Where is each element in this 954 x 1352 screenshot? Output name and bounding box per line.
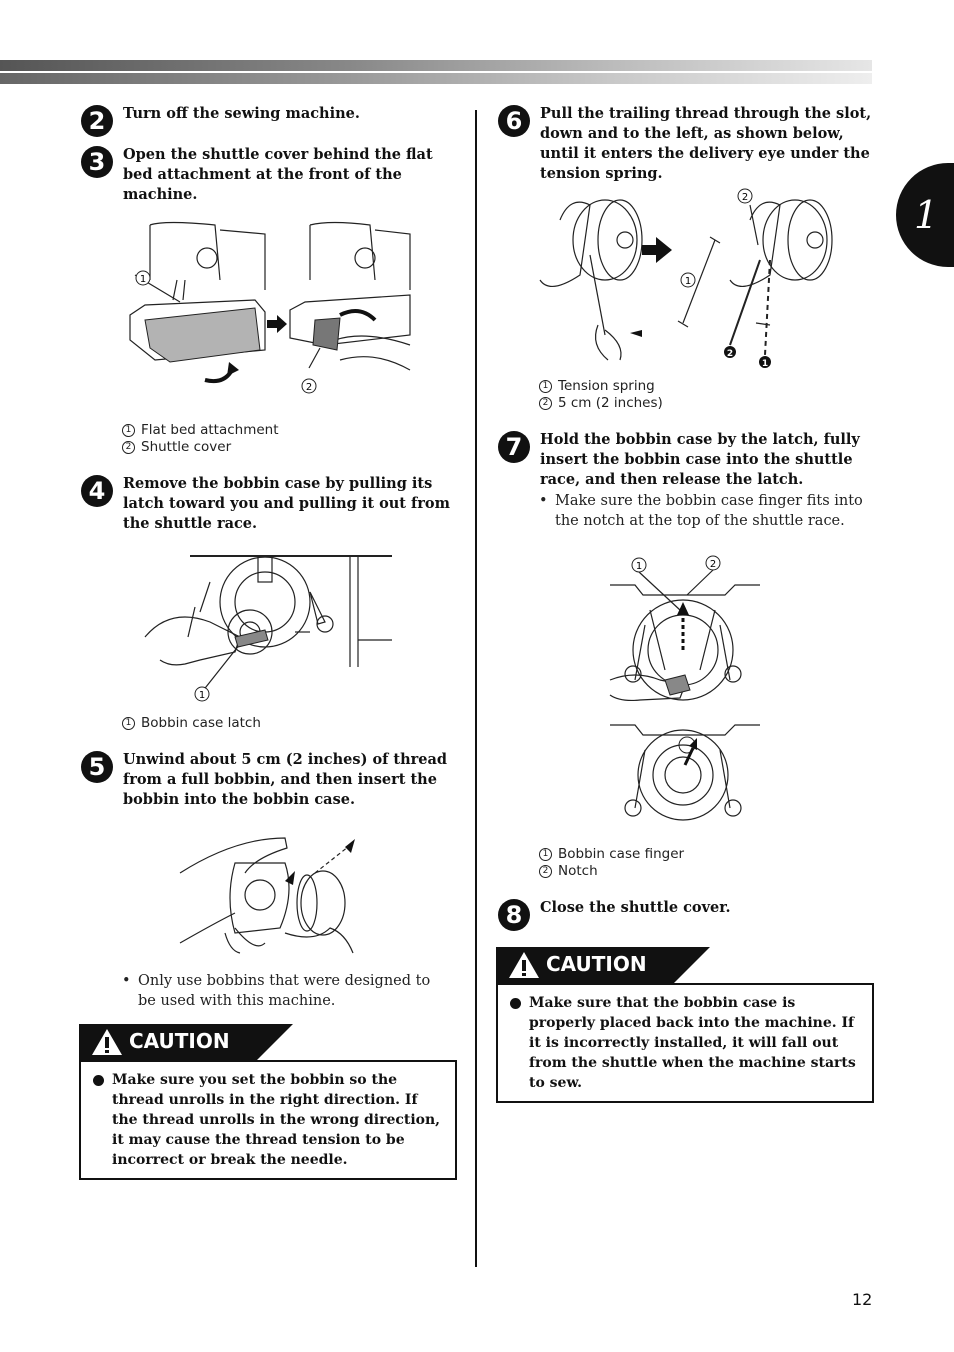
step-text: Remove the bobbin case by pulling its la…: [123, 475, 450, 532]
step-8: 8 Close the shuttle cover.: [498, 898, 873, 931]
note-step7: • Make sure the bobbin case finger fits …: [539, 493, 863, 529]
header-gradient-bars: [0, 60, 872, 84]
callout-2: 2: [710, 559, 716, 570]
caution-box-1: CAUTION Make sure you set the bobbin so …: [79, 1024, 457, 1180]
caution-body: Make sure that the bobbin case is proper…: [496, 983, 874, 1103]
step-text: Unwind about 5 cm (2 inches) of thread f…: [123, 751, 448, 808]
step-number: 8: [498, 899, 530, 931]
step-6: 6 Pull the trailing thread through the s…: [498, 104, 873, 184]
arrow-right-icon: [227, 362, 239, 376]
step-text: Hold the bobbin case by the latch, fully…: [540, 431, 860, 488]
step-number: 3: [81, 146, 113, 178]
bullet-dot-icon: [510, 998, 521, 1009]
callout-2: 2: [306, 382, 312, 393]
callout-1: 1: [199, 690, 205, 701]
figure-thread-through-slot: 2 1 2 1: [539, 188, 833, 369]
chapter-tab: 1: [896, 163, 954, 267]
callout-filled-2: 2: [727, 349, 733, 359]
step-4: 4 Remove the bobbin case by pulling its …: [81, 474, 461, 534]
chapter-tab-number: 1: [914, 193, 939, 237]
header-bar-top: [0, 60, 872, 71]
figure-bobbin-case-removal: 1: [144, 555, 392, 702]
caution-text: Make sure that the bobbin case is proper…: [529, 995, 856, 1091]
caution-box-2: CAUTION Make sure that the bobbin case i…: [496, 947, 874, 1103]
callout-2: 2: [742, 192, 748, 203]
caution-header: CAUTION: [79, 1024, 457, 1060]
caution-text: Make sure you set the bobbin so the thre…: [112, 1072, 441, 1168]
page-number: 12: [852, 1290, 873, 1309]
callout-1: 1: [685, 276, 691, 287]
step-number: 2: [81, 105, 113, 137]
step-2: 2 Turn off the sewing machine.: [81, 104, 461, 137]
callout-1: 1: [140, 274, 146, 285]
step-3: 3 Open the shuttle cover behind the flat…: [81, 145, 461, 205]
caution-header: CAUTION: [496, 947, 874, 983]
figure-flat-bed-removal: 1 2: [129, 221, 411, 394]
step-number: 6: [498, 105, 530, 137]
header-bar-bottom: [0, 73, 872, 84]
bullet-dot-icon: [93, 1075, 104, 1086]
figure-bobbin-case-insert: 1 2: [609, 555, 760, 821]
step-7: 7 Hold the bobbin case by the latch, ful…: [498, 430, 873, 490]
warning-triangle-icon: [509, 952, 539, 978]
step-text: Open the shuttle cover behind the flat b…: [123, 146, 433, 203]
step-text: Close the shuttle cover.: [540, 899, 731, 916]
step-number: 7: [498, 431, 530, 463]
arrow-right-icon: [642, 237, 672, 263]
note-step5: • Only use bobbins that were designed to…: [122, 973, 431, 1009]
step-text: Pull the trailing thread through the slo…: [540, 105, 872, 182]
caution-label: CAUTION: [546, 952, 647, 976]
arrow-right-icon: [267, 315, 287, 333]
callout-1: 1: [636, 561, 642, 572]
caution-body: Make sure you set the bobbin so the thre…: [79, 1060, 457, 1180]
step-number: 5: [81, 751, 113, 783]
step-5: 5 Unwind about 5 cm (2 inches) of thread…: [81, 750, 461, 810]
column-divider: [475, 110, 477, 1267]
warning-triangle-icon: [92, 1029, 122, 1055]
callout-filled-1: 1: [762, 359, 768, 369]
step-text: Turn off the sewing machine.: [123, 105, 360, 122]
caution-label: CAUTION: [129, 1029, 230, 1053]
step-number: 4: [81, 475, 113, 507]
figure-bobbin-insert: [179, 837, 355, 954]
